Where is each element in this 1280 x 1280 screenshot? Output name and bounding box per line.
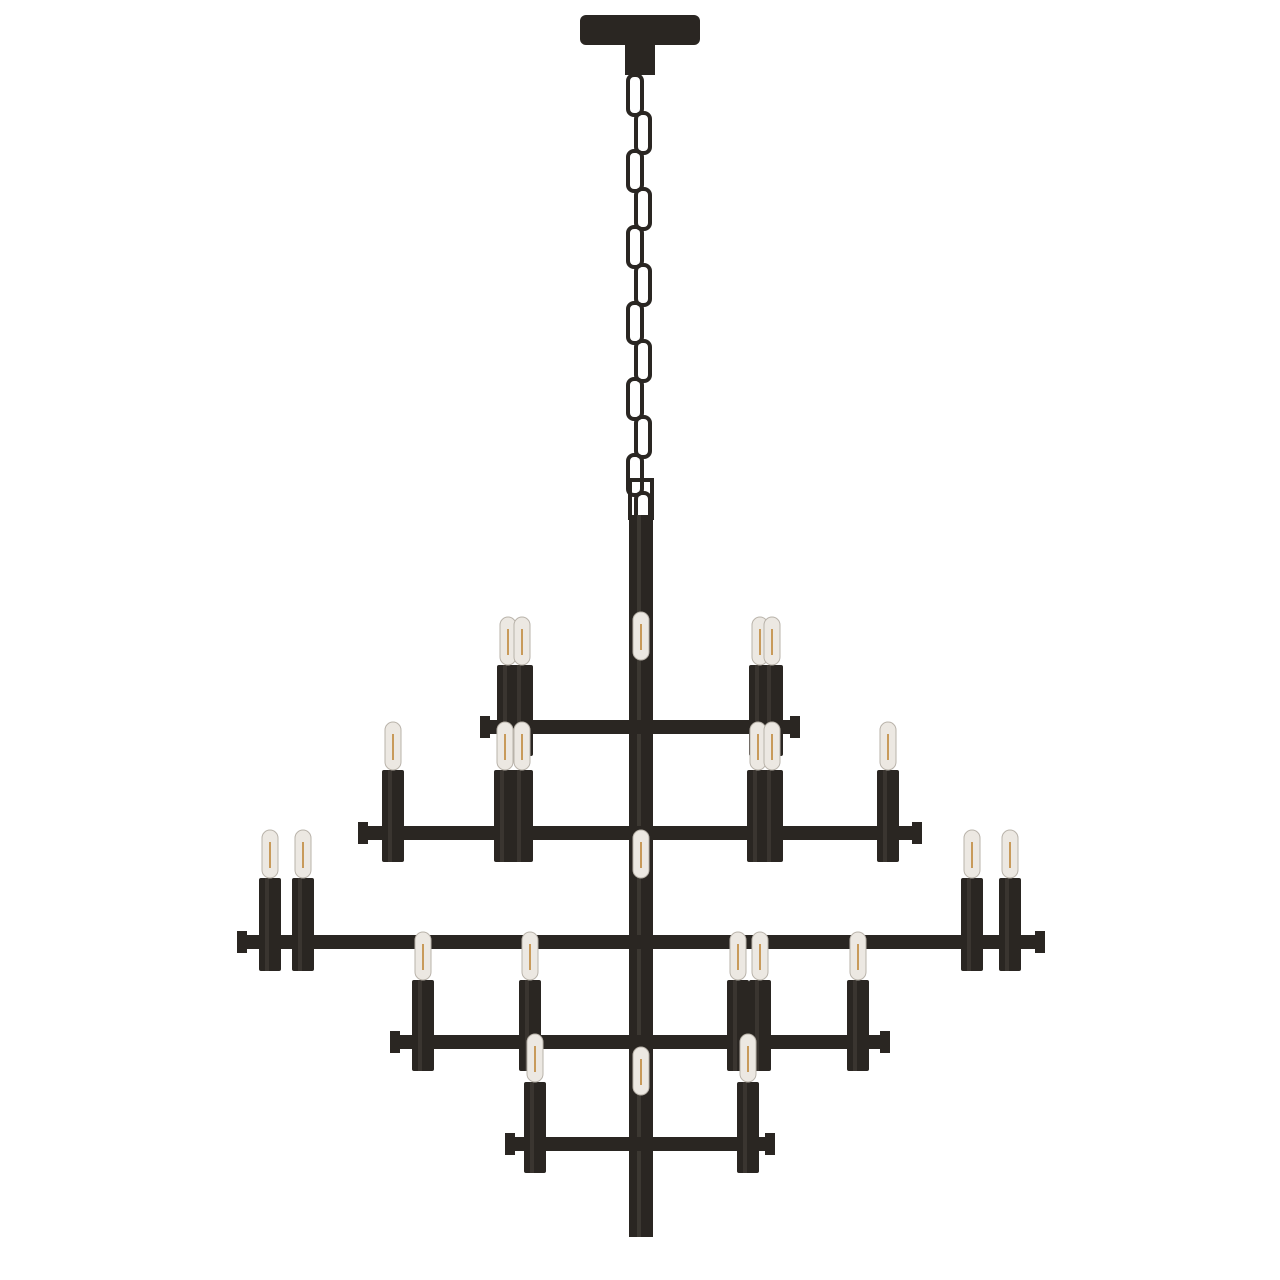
arm-end-cap bbox=[790, 716, 800, 738]
candle-highlight bbox=[530, 1082, 534, 1173]
ceiling-canopy bbox=[580, 15, 700, 75]
arm-end-cap bbox=[880, 1031, 890, 1053]
candle-highlight bbox=[503, 665, 507, 756]
candle-sleeve bbox=[382, 770, 404, 862]
arm-end-cap bbox=[358, 822, 368, 844]
candle-highlight bbox=[418, 980, 422, 1071]
candle-sleeve bbox=[259, 878, 281, 971]
chain-link bbox=[634, 339, 652, 383]
candle-highlight bbox=[967, 878, 971, 971]
candle-highlight bbox=[265, 878, 269, 971]
candle-sleeve bbox=[412, 980, 434, 1071]
arm-end-cap bbox=[765, 1133, 775, 1155]
candle-sleeve bbox=[292, 878, 314, 971]
arm-end-cap bbox=[912, 822, 922, 844]
candle-sleeve bbox=[961, 878, 983, 971]
candle-highlight bbox=[388, 770, 392, 862]
candle-highlight bbox=[853, 980, 857, 1071]
arm-end-cap bbox=[390, 1031, 400, 1053]
chain-link bbox=[626, 377, 644, 421]
arm-bar-tier-3 bbox=[237, 935, 1045, 949]
candle-highlight bbox=[1005, 878, 1009, 971]
chain-link bbox=[626, 73, 644, 117]
candle-highlight bbox=[517, 770, 521, 862]
chain-link bbox=[634, 111, 652, 155]
candle-highlight bbox=[500, 770, 504, 862]
chain-link bbox=[626, 301, 644, 345]
candle-highlight bbox=[755, 665, 759, 756]
candle-highlight bbox=[767, 665, 771, 756]
candle-sleeve bbox=[847, 980, 869, 1071]
arm-end-cap bbox=[237, 931, 247, 953]
canopy-plate bbox=[580, 15, 700, 45]
candle-highlight bbox=[883, 770, 887, 862]
candle-highlight bbox=[755, 980, 759, 1071]
arm-end-cap bbox=[505, 1133, 515, 1155]
chain-link bbox=[626, 225, 644, 269]
candle-highlight bbox=[517, 665, 521, 756]
chain-link bbox=[626, 453, 644, 497]
candle-sleeve bbox=[877, 770, 899, 862]
candle-sockets bbox=[259, 611, 1021, 1173]
candle-highlight bbox=[767, 770, 771, 862]
canopy-neck bbox=[625, 40, 655, 75]
candle-highlight bbox=[733, 980, 737, 1071]
candle-highlight bbox=[525, 980, 529, 1071]
arm-bar-tier-1 bbox=[480, 720, 800, 734]
arm-end-cap bbox=[480, 716, 490, 738]
candle-highlight bbox=[743, 1082, 747, 1173]
candle-highlight bbox=[298, 878, 302, 971]
arm-bar-tier-5 bbox=[505, 1137, 775, 1151]
candle-sleeve bbox=[737, 1082, 759, 1173]
candle-sleeve bbox=[999, 878, 1021, 971]
suspension-chain bbox=[626, 73, 654, 535]
chain-link bbox=[634, 415, 652, 459]
candle-sleeve bbox=[761, 770, 783, 862]
candle-highlight bbox=[753, 770, 757, 862]
chain-link bbox=[634, 263, 652, 307]
chain-link bbox=[634, 187, 652, 231]
candle-sleeve bbox=[524, 1082, 546, 1173]
arm-end-cap bbox=[1035, 931, 1045, 953]
candle-sleeve bbox=[494, 770, 516, 862]
chain-link bbox=[626, 149, 644, 193]
candle-sleeve bbox=[511, 770, 533, 862]
